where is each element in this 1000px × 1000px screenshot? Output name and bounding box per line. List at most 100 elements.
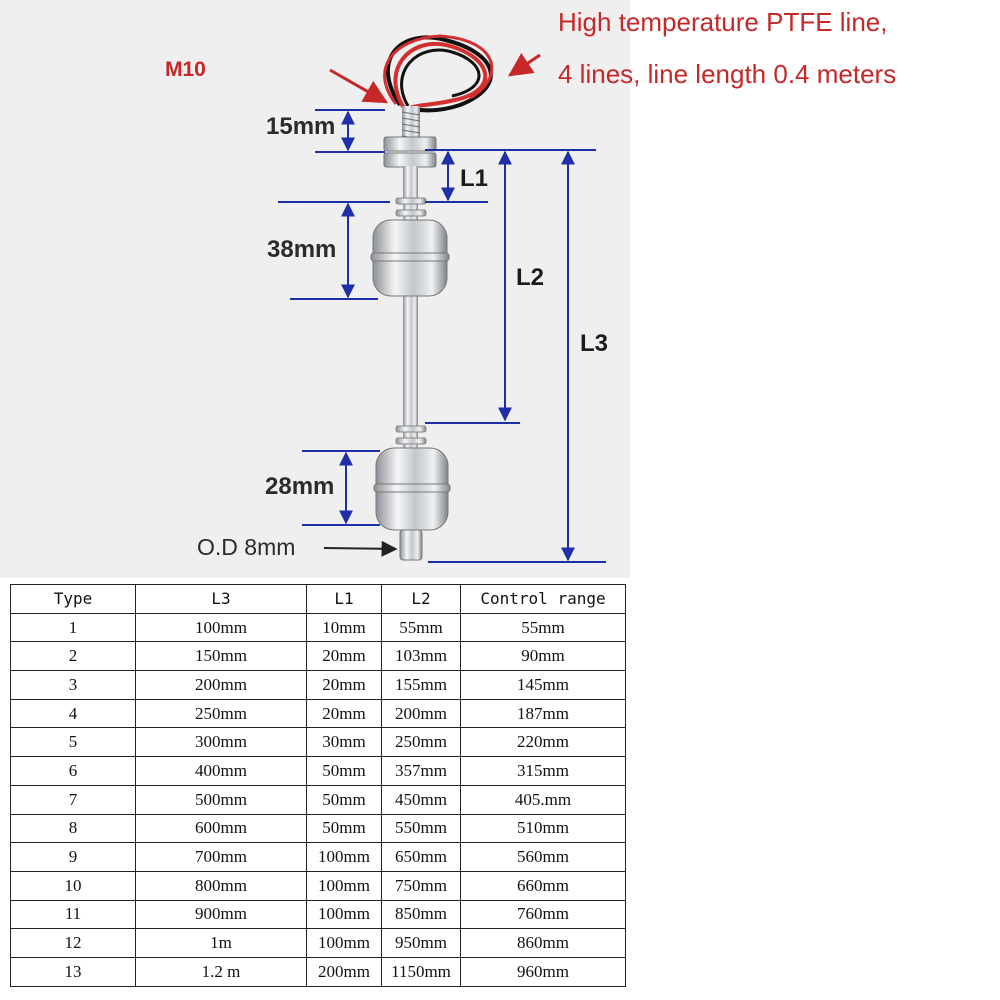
- cell-control-range: 315mm: [460, 756, 626, 786]
- cell-type: 4: [10, 698, 136, 729]
- cell-l2: 200mm: [381, 698, 461, 729]
- column-header-control-range: Control range: [460, 584, 626, 614]
- product-photo-area: M10 15mm 38mm 28mm O.D 8mm L1 L2 L3: [0, 0, 630, 578]
- cell-l2: 950mm: [381, 928, 461, 958]
- cell-l2: 750mm: [381, 870, 461, 901]
- retaining-ring: [395, 437, 427, 445]
- cell-l1: 20mm: [306, 698, 382, 729]
- cell-l2: 1150mm: [381, 956, 461, 987]
- cell-l1: 20mm: [306, 670, 382, 700]
- cable-note-line-1: High temperature PTFE line,: [558, 7, 888, 37]
- retaining-ring: [395, 425, 427, 433]
- cell-control-range: 187mm: [460, 698, 626, 729]
- cell-l1: 10mm: [306, 612, 382, 643]
- cell-control-range: 405.mm: [460, 784, 626, 815]
- retaining-ring: [395, 209, 427, 217]
- l2-label: L2: [516, 264, 545, 291]
- hex-nut: [383, 152, 437, 168]
- upper-float: [370, 219, 450, 297]
- cell-control-range: 560mm: [460, 842, 626, 872]
- cell-l2: 250mm: [381, 727, 461, 758]
- cell-l3: 900mm: [135, 899, 307, 930]
- cell-control-range: 660mm: [460, 870, 626, 901]
- float-switch-diagram: [278, 34, 606, 563]
- cell-type: 3: [10, 670, 136, 700]
- retaining-ring: [395, 197, 427, 205]
- cell-type: 8: [10, 813, 136, 844]
- cell-control-range: 760mm: [460, 899, 626, 930]
- cell-control-range: 510mm: [460, 813, 626, 844]
- cable-note-line-2: 4 lines, line length 0.4 meters: [558, 59, 897, 89]
- cell-type: 2: [10, 641, 136, 672]
- cell-l3: 1m: [135, 928, 307, 958]
- cell-control-range: 860mm: [460, 928, 626, 958]
- left-dimension-lines: [278, 109, 390, 526]
- cell-type: 11: [10, 899, 136, 930]
- column-header-l2: L2: [381, 584, 461, 614]
- cell-l3: 1.2 m: [135, 956, 307, 987]
- cell-type: 7: [10, 784, 136, 815]
- l3-label: L3: [580, 330, 609, 357]
- cell-l3: 250mm: [135, 698, 307, 729]
- cell-l2: 550mm: [381, 813, 461, 844]
- cell-control-range: 90mm: [460, 641, 626, 672]
- cell-l2: 55mm: [381, 612, 461, 643]
- cell-l2: 357mm: [381, 756, 461, 786]
- dimension-28mm-label: 28mm: [265, 473, 335, 500]
- cell-type: 9: [10, 842, 136, 872]
- cell-l1: 50mm: [306, 813, 382, 844]
- cell-l2: 103mm: [381, 641, 461, 672]
- l1-label: L1: [460, 165, 489, 192]
- cell-l3: 400mm: [135, 756, 307, 786]
- cell-type: 5: [10, 727, 136, 758]
- cell-l1: 100mm: [306, 899, 382, 930]
- cell-l2: 650mm: [381, 842, 461, 872]
- right-dimension-lines: [425, 149, 606, 563]
- cell-control-range: 960mm: [460, 956, 626, 987]
- cell-l1: 200mm: [306, 956, 382, 987]
- table-header-row: Type L3 L1 L2 Control range: [10, 584, 626, 614]
- dimension-15mm-label: 15mm: [266, 113, 336, 140]
- cell-l1: 30mm: [306, 727, 382, 758]
- column-header-l1: L1: [306, 584, 382, 614]
- outer-diameter-label: O.D 8mm: [197, 534, 296, 560]
- cell-l3: 100mm: [135, 612, 307, 643]
- callout-arrow: [508, 53, 541, 77]
- cell-l1: 100mm: [306, 928, 382, 958]
- cell-l1: 100mm: [306, 870, 382, 901]
- cell-l3: 200mm: [135, 670, 307, 700]
- od-pointer: [323, 540, 398, 557]
- cell-l1: 50mm: [306, 756, 382, 786]
- column-header-type: Type: [10, 584, 136, 614]
- cell-l3: 600mm: [135, 813, 307, 844]
- cell-type: 13: [10, 956, 136, 987]
- callout-arrow: [329, 68, 389, 104]
- cell-control-range: 145mm: [460, 670, 626, 700]
- cell-l2: 450mm: [381, 784, 461, 815]
- hex-nut: [383, 136, 437, 152]
- cell-l3: 800mm: [135, 870, 307, 901]
- cell-l1: 20mm: [306, 641, 382, 672]
- cell-control-range: 55mm: [460, 612, 626, 643]
- cell-l2: 155mm: [381, 670, 461, 700]
- cell-l3: 300mm: [135, 727, 307, 758]
- cell-l3: 500mm: [135, 784, 307, 815]
- dimension-38mm-label: 38mm: [267, 236, 337, 263]
- column-header-l3: L3: [135, 584, 307, 614]
- cell-type: 10: [10, 870, 136, 901]
